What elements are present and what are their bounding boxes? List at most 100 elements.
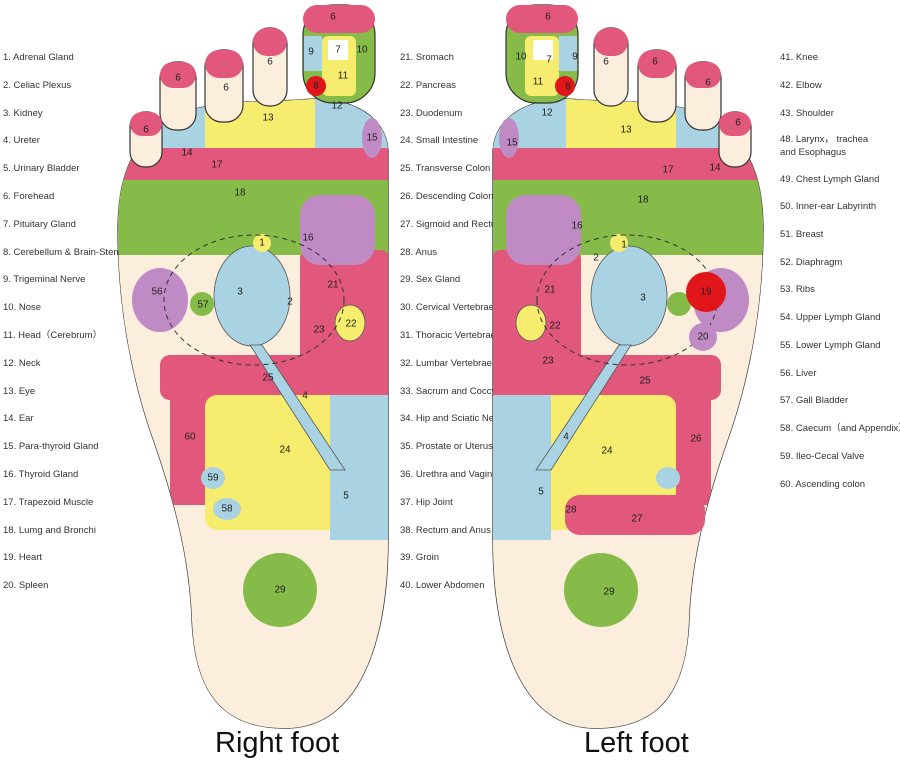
zone-number: 16 bbox=[302, 233, 314, 244]
legend-item: 50. Inner-ear Labyrinth bbox=[780, 201, 877, 212]
legend-item: 16. Thyroid Gland bbox=[3, 469, 79, 480]
zone-number: 15 bbox=[366, 133, 378, 144]
zone-number: 12 bbox=[541, 108, 553, 119]
legend-item: 31. Thoracic Vertebrae bbox=[400, 330, 496, 341]
legend-item: 49. Chest Lymph Gland bbox=[780, 174, 880, 185]
zone-number: 22 bbox=[345, 319, 357, 330]
zone-number: 10 bbox=[515, 52, 527, 63]
legend-item: 27. Sigmoid and Rectum bbox=[400, 218, 505, 230]
zone-number: 1 bbox=[259, 238, 265, 249]
zone-number: 23 bbox=[542, 356, 554, 367]
legend-item: 24. Small Intestine bbox=[400, 135, 479, 147]
legend-item: 51. Breast bbox=[780, 229, 824, 240]
zone-number: 24 bbox=[601, 446, 613, 457]
legend-item: 34. Hip and Sciatic Nerves bbox=[400, 413, 512, 425]
zone-number: 14 bbox=[181, 148, 193, 159]
zone-number: 6 bbox=[175, 73, 181, 84]
legend-item: 22. Pancreas bbox=[400, 79, 456, 91]
legend-item: 37. Hip Joint bbox=[400, 496, 453, 508]
legend-item: 14. Ear bbox=[3, 413, 34, 425]
legend-item: 2. Celiac Plexus bbox=[3, 79, 72, 91]
legend-item: 38. Rectum and Anus bbox=[400, 524, 491, 536]
zone-number: 24 bbox=[279, 445, 291, 456]
legend-item: 4. Ureter bbox=[3, 135, 40, 147]
legend-item: 15. Para-thyroid Gland bbox=[3, 441, 99, 453]
zone-number: 23 bbox=[313, 325, 325, 336]
zone-number: 15 bbox=[506, 138, 518, 149]
zone-number: 11 bbox=[338, 71, 349, 82]
legend-item: 33. Sacrum and Coccyx bbox=[400, 385, 501, 397]
legend-item: 54. Upper Lymph Gland bbox=[780, 312, 881, 323]
heart-zone bbox=[686, 272, 726, 312]
legend-item: 42. Elbow bbox=[780, 80, 822, 91]
zone-number: 10 bbox=[356, 45, 368, 56]
right-foot bbox=[110, 5, 400, 735]
zone-number: 9 bbox=[308, 47, 314, 58]
zone-number: 59 bbox=[207, 473, 219, 484]
zone-number: 5 bbox=[343, 491, 349, 502]
zone-number: 6 bbox=[705, 78, 711, 89]
legend-item: 41. Knee bbox=[780, 52, 819, 63]
legend-item: 25. Transverse Colon bbox=[400, 163, 491, 175]
legend-item: 59. Ileo-Cecal Valve bbox=[780, 451, 865, 462]
legend-item: 36. Urethra and Vagina bbox=[400, 469, 498, 480]
zone-number: 9 bbox=[572, 52, 578, 63]
zone-number: 6 bbox=[267, 57, 273, 68]
legend-item: 11. Head（Cerebrum） bbox=[3, 330, 103, 341]
zone-number: 4 bbox=[302, 391, 308, 402]
zone-number: 4 bbox=[563, 432, 569, 443]
legend-item: 23. Duodenum bbox=[400, 107, 463, 119]
zone-number: 13 bbox=[620, 125, 632, 136]
left-foot bbox=[481, 5, 771, 735]
zone-number: 1 bbox=[621, 240, 627, 251]
zone-number: 17 bbox=[662, 165, 674, 176]
legend-item: 53. Ribs bbox=[780, 284, 815, 295]
zone-number: 11 bbox=[533, 77, 544, 88]
left-foot-caption: Left foot bbox=[584, 727, 689, 759]
zone-number: 6 bbox=[545, 12, 551, 23]
zone-number: 28 bbox=[565, 505, 577, 516]
legend-item: 56. Liver bbox=[780, 368, 817, 379]
legend-item: 28. Anus bbox=[400, 246, 437, 258]
legend-item: 3. Kidney bbox=[3, 107, 43, 119]
zone-number: 6 bbox=[223, 83, 229, 94]
zone-number: 56 bbox=[151, 287, 163, 298]
zone-number: 29 bbox=[274, 585, 286, 596]
zone-number: 6 bbox=[735, 118, 741, 129]
zone-number: 26 bbox=[690, 434, 702, 445]
legend-item: 43. Shoulder bbox=[780, 108, 834, 119]
zone-number: 60 bbox=[184, 432, 196, 443]
zone-number: 22 bbox=[549, 321, 561, 332]
legend-item: 6. Forehead bbox=[3, 191, 55, 202]
zone-number: 7 bbox=[335, 45, 341, 56]
zone-number: 6 bbox=[330, 12, 336, 23]
spleen-zone bbox=[689, 323, 717, 351]
zone-number: 25 bbox=[262, 373, 274, 384]
zone-number: 17 bbox=[211, 160, 223, 171]
zone-number: 18 bbox=[637, 195, 649, 206]
legend-item: 32. Lumbar Vertebrae bbox=[400, 357, 492, 369]
legend-item: 21. Sromach bbox=[400, 52, 454, 63]
zone-number: 2 bbox=[287, 297, 293, 308]
legend-item: 57. Gall Bladder bbox=[780, 395, 849, 406]
zone-number: 20 bbox=[697, 332, 709, 343]
zone-number: 21 bbox=[327, 280, 339, 291]
legend-item: 52. Diaphragm bbox=[780, 257, 843, 268]
legend-item: 9. Trigeminal Nerve bbox=[3, 274, 86, 286]
zone-number: 21 bbox=[544, 285, 556, 296]
zone-number: 57 bbox=[197, 300, 209, 311]
zone-number: 19 bbox=[700, 287, 712, 298]
legend-item: 58. Caecum（and Appendix） bbox=[780, 423, 900, 434]
legend-item: 29. Sex Gland bbox=[400, 274, 461, 286]
zone-number: 12 bbox=[331, 101, 343, 112]
legend-item: 20. Spleen bbox=[3, 580, 49, 592]
zone-number: 3 bbox=[237, 287, 243, 298]
zone-number: 7 bbox=[546, 55, 552, 66]
zone-number: 6 bbox=[603, 57, 609, 68]
legend-item: 1. Adrenal Gland bbox=[3, 52, 74, 63]
legend-item: and Esophagus bbox=[780, 147, 847, 158]
zone-number: 6 bbox=[143, 125, 149, 136]
